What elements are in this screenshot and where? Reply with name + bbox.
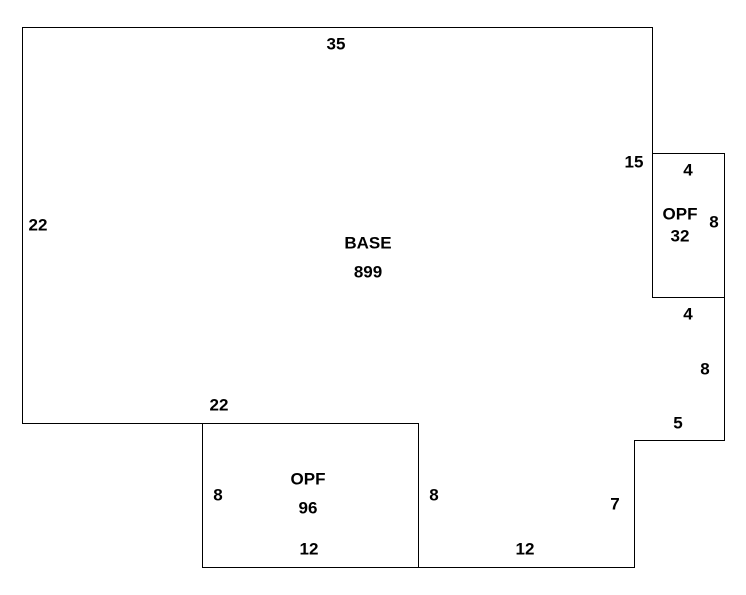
dimension-base-bottom-left: 22 — [210, 396, 229, 415]
dimension-opf-bottom-right: 8 — [429, 486, 438, 505]
opf-right-area-name: OPF — [663, 205, 698, 224]
opf-bottom-outline — [202, 423, 419, 568]
dimension-base-right-lower: 8 — [700, 360, 709, 379]
opf-bottom-area-name: OPF — [291, 470, 326, 489]
opf-bottom-area-size: 96 — [299, 499, 318, 518]
opf-right-area-size: 32 — [671, 227, 690, 246]
dimension-step-horizontal: 5 — [673, 414, 682, 433]
dimension-opf-right-side: 8 — [709, 213, 718, 232]
base-area-size: 899 — [354, 263, 382, 282]
dimension-base-bottom-right: 12 — [516, 540, 535, 559]
dimension-opf-bottom-left: 8 — [213, 486, 222, 505]
dimension-base-right-upper: 15 — [625, 153, 644, 172]
opf-right-outline — [652, 153, 725, 298]
base-outline — [22, 27, 725, 568]
dimension-opf-right-top: 4 — [683, 161, 693, 180]
dimension-opf-right-bottom: 4 — [683, 305, 693, 324]
dimension-base-top: 35 — [327, 35, 346, 54]
dimension-base-left: 22 — [29, 216, 48, 235]
dimension-opf-bottom-bottom: 12 — [300, 540, 319, 559]
dimension-step-vertical: 7 — [610, 495, 619, 514]
base-area-name: BASE — [344, 234, 391, 253]
